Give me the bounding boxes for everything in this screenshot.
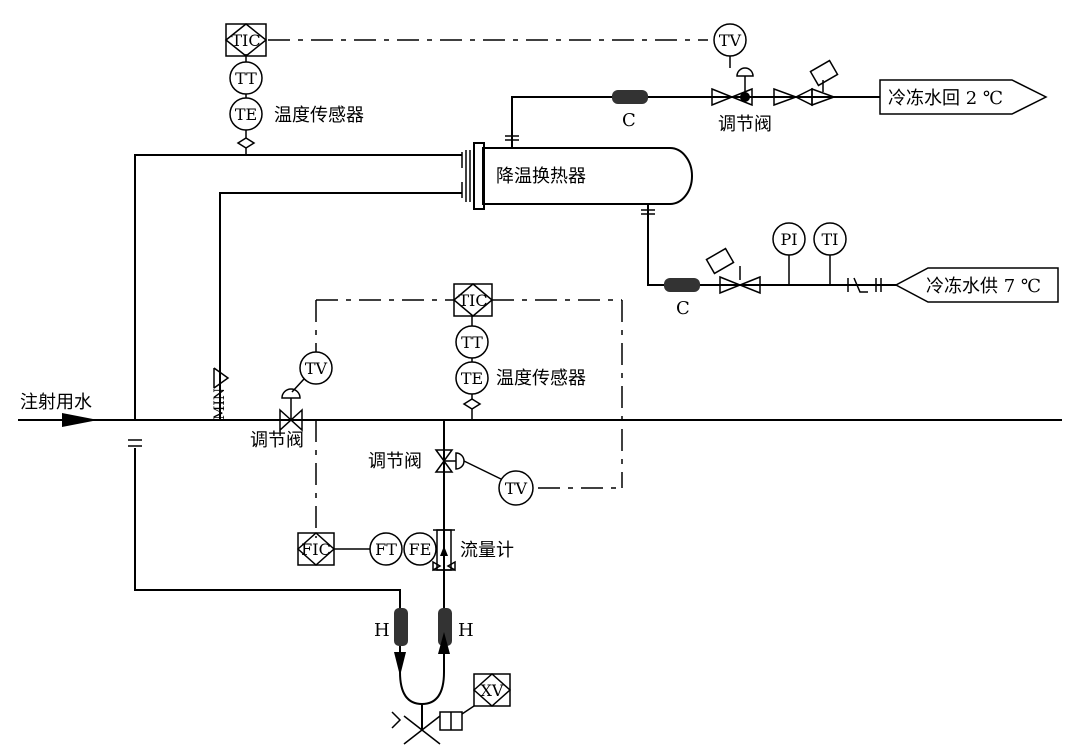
tag-te-top: TE [235, 105, 257, 124]
tic-mid-instrument: TIC [452, 283, 494, 317]
tag-tic-mid: TIC [458, 291, 487, 310]
process-water-piping [134, 154, 462, 608]
tag-ft: FT [375, 540, 397, 559]
label-strainer-c-bottom: C [676, 298, 690, 319]
te-mid-instrument: TE [455, 361, 489, 395]
strainer-c-bottom-symbol [664, 278, 700, 292]
tt-mid-instrument: TT [455, 325, 489, 359]
label-heater-h-left: H [374, 620, 390, 641]
top-temp-loop [236, 39, 731, 155]
tv-top-instrument: TV [713, 23, 747, 57]
xv-instrument: XV [461, 672, 512, 715]
label-flow-meter: 流量计 [460, 540, 514, 561]
tag-xv: XV [481, 681, 504, 700]
strainer-c-top-symbol [612, 90, 648, 104]
tv-left-instrument: TV [279, 351, 333, 432]
tag-tt-mid: TT [461, 333, 483, 352]
label-chilled-supply: 冷冻水供 7 ℃ [926, 276, 1041, 297]
tt-top-instrument: TT [229, 61, 263, 95]
bottom-u-loop [391, 608, 463, 745]
label-chilled-return: 冷冻水回 2 ℃ [888, 88, 1003, 109]
label-temp-sensor-mid: 温度传感器 [496, 368, 586, 389]
fic-instrument: FIC [296, 531, 336, 567]
heat-exchanger [461, 135, 693, 216]
tag-tt-top: TT [235, 69, 257, 88]
bypass-branch [434, 420, 504, 608]
chilled-water-return-line [511, 59, 1048, 136]
label-temp-sensor-top: 温度传感器 [274, 105, 364, 126]
tag-pi: PI [780, 230, 797, 249]
chilled-water-supply-line [647, 216, 1059, 303]
main-injection-water-line [18, 413, 1062, 427]
label-control-valve-left: 调节阀 [250, 430, 304, 451]
ti-instrument: TI [813, 222, 847, 256]
label-heater-h-right: H [458, 620, 474, 641]
tag-fic: FIC [301, 540, 331, 559]
tv-mid-instrument: TV [498, 470, 534, 506]
tag-tv-top: TV [719, 31, 742, 50]
te-top-instrument: TE [229, 97, 263, 131]
tag-tv-mid: TV [505, 479, 528, 498]
tag-tic-top: TIC [231, 31, 260, 50]
pi-instrument: PI [772, 222, 806, 256]
label-strainer-c-top: C [622, 110, 636, 131]
label-injection-water: 注射用水 [20, 392, 92, 413]
label-control-valve-top: 调节阀 [718, 114, 772, 135]
fe-instrument: FE [403, 532, 437, 566]
mid-temp-loop [315, 299, 623, 538]
label-min: MIN [212, 388, 228, 420]
tag-tv-left: TV [305, 359, 328, 378]
tag-te-mid: TE [461, 369, 483, 388]
label-control-valve-mid: 调节阀 [368, 451, 422, 472]
tic-top-instrument: TIC [224, 23, 268, 57]
tag-ti: TI [822, 230, 839, 249]
ft-instrument: FT [369, 532, 403, 566]
tag-fe: FE [409, 540, 432, 559]
label-heat-exchanger: 降温换热器 [496, 166, 586, 187]
flow-meter-symbol [432, 529, 456, 572]
break-mark-left [128, 439, 142, 447]
